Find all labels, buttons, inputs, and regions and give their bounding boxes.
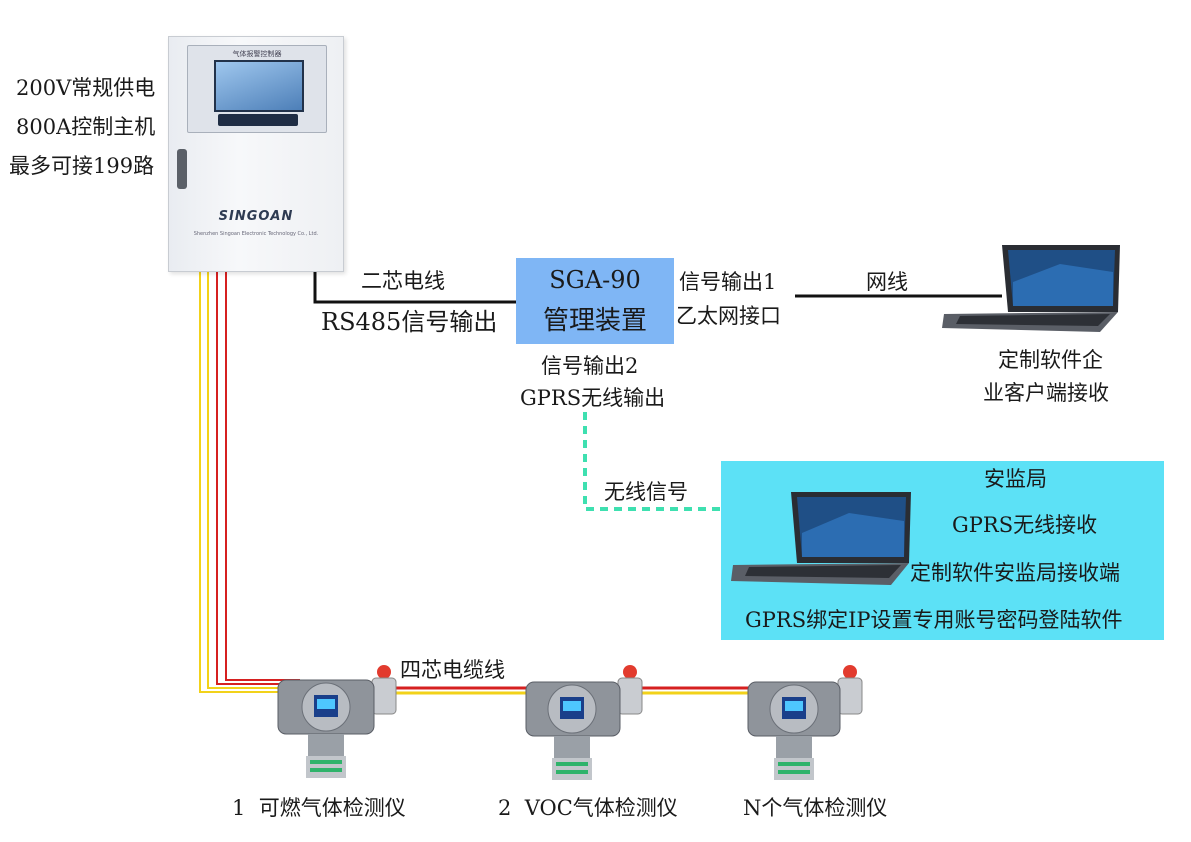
sga90-manager-box: SGA-90 管理装置 [516, 258, 674, 344]
controller-power-label: 200V常规供电 [16, 76, 156, 100]
two-core-label: 二芯电线 [361, 269, 445, 293]
enterprise-client-line1: 定制软件企 [998, 348, 1103, 372]
cabinet-lock-icon [177, 149, 187, 189]
enterprise-laptop [940, 242, 1122, 334]
rs485-label: RS485信号输出 [321, 308, 498, 336]
detector-2 [520, 662, 654, 790]
detector-label-n: N个气体检测仪 [743, 796, 888, 820]
output1-label: 信号输出1 [679, 270, 777, 294]
detector-1 [270, 662, 404, 790]
gas-detector-icon [277, 665, 397, 778]
regulator-login-note: GPRS绑定IP设置专用账号密码登陆软件 [745, 608, 1123, 632]
four-core-cable [199, 270, 756, 695]
network-cable-label: 网线 [866, 270, 908, 294]
controller-keypad [218, 114, 298, 126]
controller-cabinet: 气体报警控制器 SINGOAN Shenzhen Singoan Electro… [168, 36, 344, 272]
detector-label-1: 1 可燃气体检测仪 [232, 796, 406, 820]
laptop-icon [731, 492, 911, 585]
four-core-label: 四芯电缆线 [400, 658, 505, 682]
gas-detector-icon [747, 665, 863, 780]
laptop-icon [942, 245, 1120, 332]
controller-screen [214, 60, 304, 112]
brand-subtitle: Shenzhen Singoan Electronic Technology C… [193, 231, 319, 237]
controller-panel: 气体报警控制器 [187, 45, 327, 133]
wireless-label: 无线信号 [604, 480, 688, 504]
controller-capacity-label: 最多可接199路 [9, 154, 155, 178]
regulator-software: 定制软件安监局接收端 [910, 561, 1120, 585]
regulator-laptop [729, 489, 914, 589]
two-core-wire [313, 270, 516, 304]
regulator-panel [721, 461, 1164, 640]
detector-label-2: 2 VOC气体检测仪 [498, 796, 678, 820]
output2-label: 信号输出2 [541, 354, 639, 378]
output1-interface: 乙太网接口 [676, 304, 781, 328]
output2-interface: GPRS无线输出 [520, 386, 666, 410]
regulator-title: 安监局 [984, 467, 1047, 491]
gas-detector-icon [525, 665, 643, 780]
wireless-link [583, 412, 721, 511]
enterprise-client-line2: 业客户端接收 [983, 381, 1109, 405]
regulator-gprs-receive: GPRS无线接收 [952, 513, 1098, 537]
brand-logo: SINGOAN [218, 209, 294, 224]
controller-panel-title: 气体报警控制器 [232, 50, 282, 58]
detector-n [742, 662, 876, 790]
manager-model: SGA-90 [549, 266, 641, 294]
controller-model-label: 800A控制主机 [16, 115, 156, 139]
manager-name: 管理装置 [542, 306, 647, 336]
